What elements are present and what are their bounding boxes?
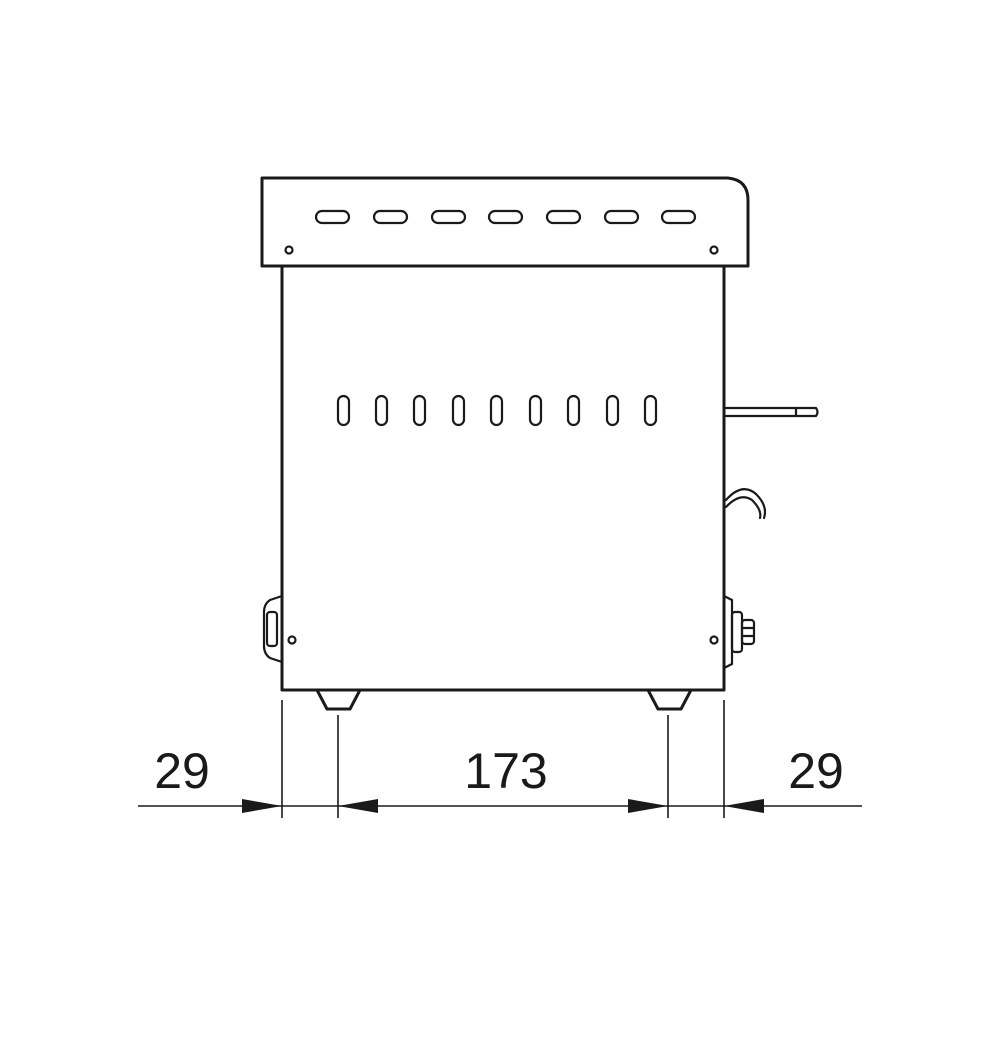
foot-right [646,688,693,711]
bottom-screw-right [709,635,719,645]
dim-foot-spacing: 173 [464,743,547,799]
dimension-line [138,799,862,813]
main-body [280,264,726,692]
arrow-right-overhang [724,799,764,813]
top-screw-left [284,245,294,255]
left-side-connector [262,594,284,664]
dim-left-overhang: 29 [154,743,210,799]
top-screw-right [709,245,719,255]
arrow-left-overhang [242,799,282,813]
right-side-connector [722,594,756,670]
side-probe-rod [724,406,819,418]
top-panel [260,176,750,268]
foot-left [315,688,362,711]
feet [315,688,693,711]
dim-right-overhang: 29 [788,743,844,799]
extension-lines [281,700,725,818]
arrow-foot-spacing-right [628,799,668,813]
body-vent-slots [336,394,658,427]
bottom-screw-left [287,635,297,645]
power-cable [724,488,767,520]
top-panel-vent-slots [314,209,697,225]
arrow-foot-spacing-left [338,799,378,813]
